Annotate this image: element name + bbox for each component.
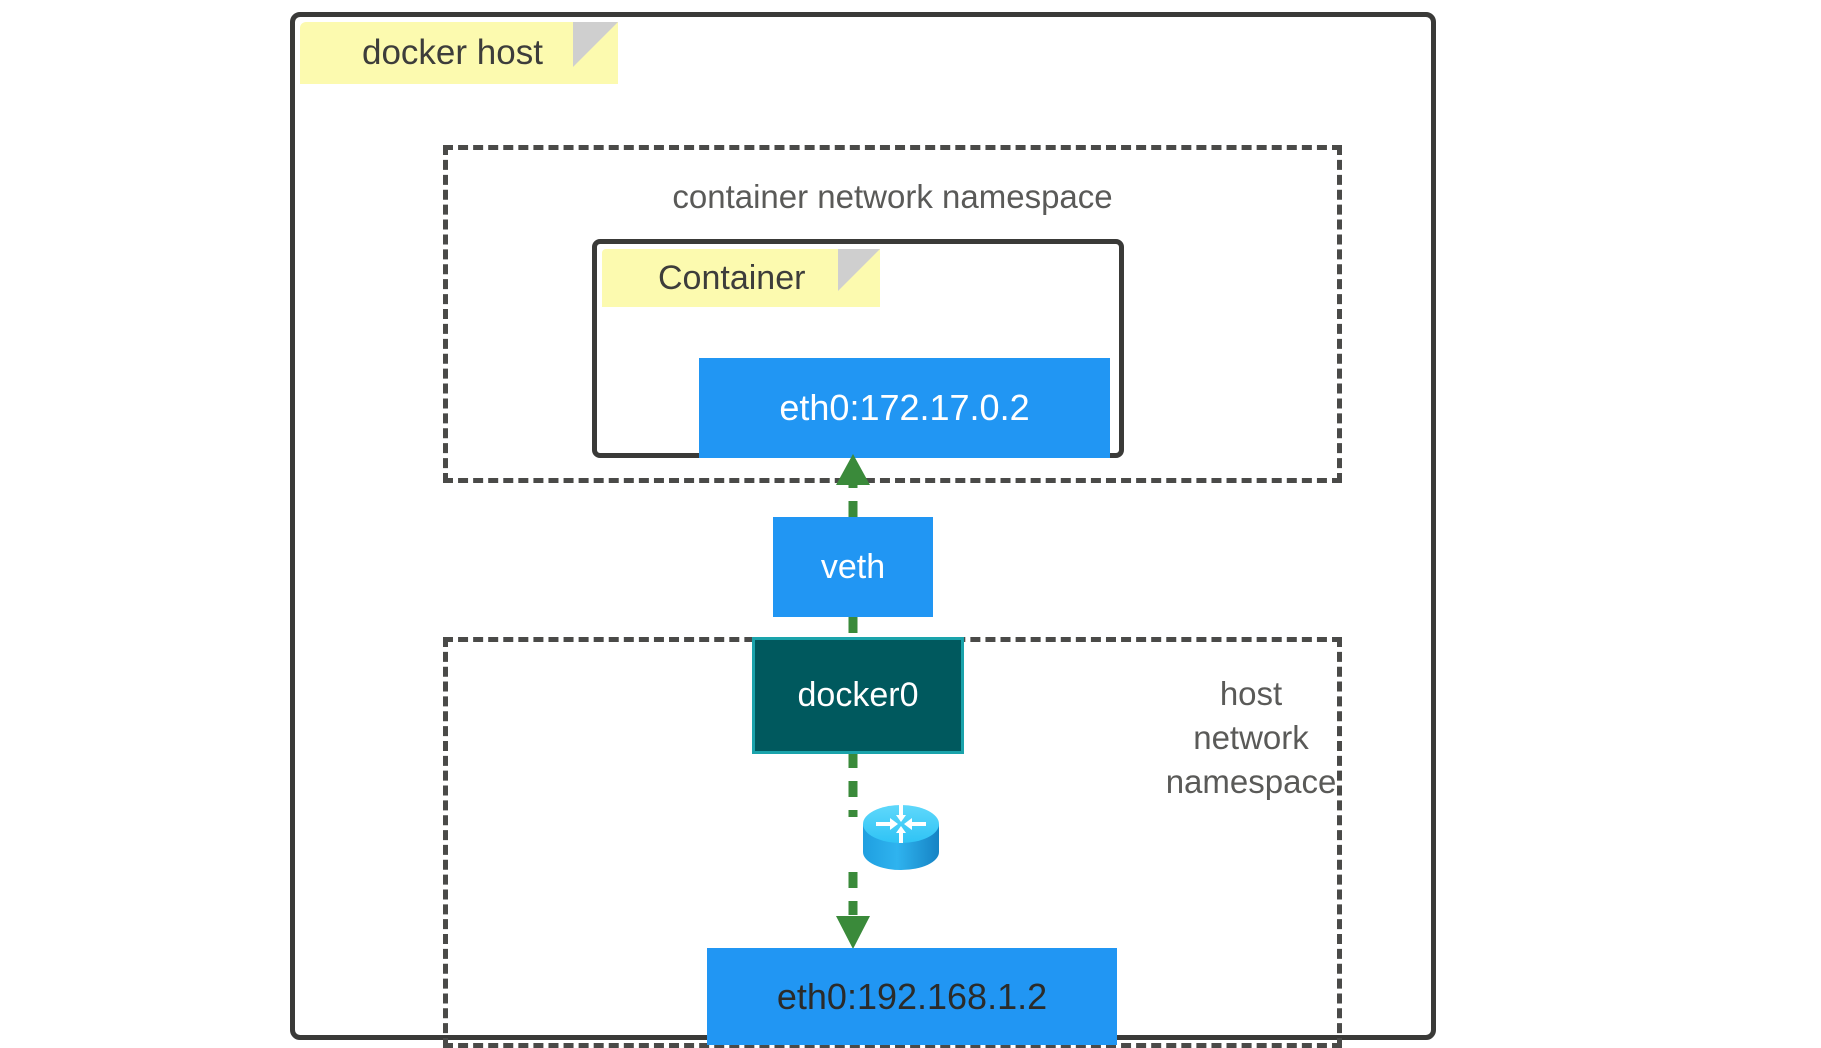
container-label-text: Container <box>658 258 806 297</box>
node-eth0-container[interactable]: eth0:172.17.0.2 <box>699 358 1110 458</box>
router-arrows-icon <box>876 805 926 843</box>
container-network-namespace-box: container network namespace <box>443 145 1342 483</box>
node-docker0-label: docker0 <box>797 676 919 714</box>
host-namespace-label-line-1: host <box>1219 675 1283 712</box>
router-top <box>863 805 939 843</box>
host-network-namespace-label: host network namespace <box>1136 672 1366 804</box>
node-docker0[interactable]: docker0 <box>752 637 964 754</box>
docker-host-label: docker host <box>300 22 618 84</box>
docker-host-label-text: docker host <box>362 33 543 72</box>
router-icon <box>863 805 939 870</box>
sticky-fold-corner-icon <box>838 249 880 291</box>
container-label: Container <box>602 249 880 307</box>
node-eth0-host[interactable]: eth0:192.168.1.2 <box>707 948 1117 1045</box>
docker-host-frame: docker host container network namespace … <box>290 12 1436 1048</box>
node-veth-label: veth <box>820 547 886 586</box>
container-network-namespace-label: container network namespace <box>672 178 1113 215</box>
host-namespace-label-line-3: namespace <box>1165 763 1337 800</box>
node-eth0-host-label: eth0:192.168.1.2 <box>776 975 1048 1017</box>
sticky-fold-corner-icon <box>573 22 618 67</box>
host-namespace-label-line-2: network <box>1193 719 1309 756</box>
node-eth0-container-label: eth0:172.17.0.2 <box>779 387 1030 428</box>
node-veth[interactable]: veth <box>773 517 933 617</box>
